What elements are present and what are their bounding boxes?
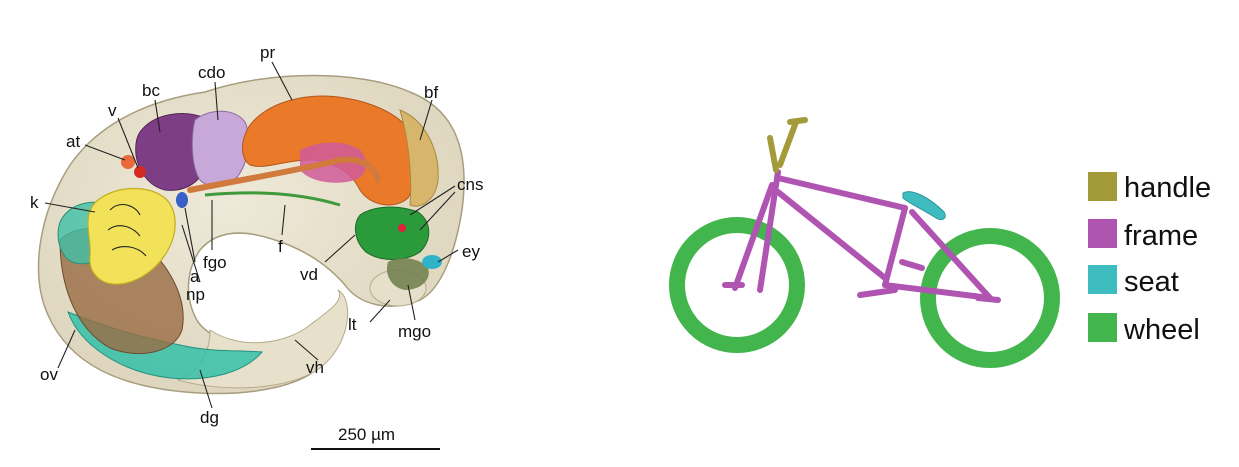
legend: handle frame seat wheel — [1088, 172, 1211, 346]
label-cdo: cdo — [198, 63, 225, 82]
label-vh: vh — [306, 358, 324, 377]
fgo-structure — [204, 191, 341, 207]
label-cns: cns — [457, 175, 483, 194]
legend-swatch-handle — [1088, 172, 1117, 201]
scale-bar-label: 250 µm — [338, 425, 395, 444]
label-bf: bf — [424, 83, 438, 102]
np-coils — [107, 204, 147, 257]
legend-label-frame: frame — [1124, 220, 1198, 252]
bicycle-handle — [767, 117, 808, 173]
label-at: at — [66, 132, 80, 151]
np-structure — [87, 187, 176, 285]
label-bc: bc — [142, 81, 160, 100]
ey-structure — [422, 255, 442, 269]
legend-label-handle: handle — [1124, 172, 1211, 204]
label-f: f — [278, 237, 283, 256]
legend-label-wheel: wheel — [1123, 314, 1200, 346]
legend-label-seat: seat — [1124, 266, 1179, 298]
label-vd: vd — [300, 265, 318, 284]
label-lt: lt — [348, 315, 357, 334]
label-np: np — [186, 285, 205, 304]
bicycle-seat — [902, 191, 946, 221]
cns-red-spot — [398, 224, 406, 232]
mgo-structure — [386, 258, 429, 290]
a-structure — [176, 192, 188, 208]
bf-tissue — [399, 109, 439, 207]
label-dg: dg — [200, 408, 219, 427]
label-a: a — [190, 267, 200, 286]
bc-structure — [135, 113, 210, 191]
embryo-panel: pr cdo bc v at k bf cns ey f vd fgo a np… — [30, 43, 483, 450]
label-fgo: fgo — [203, 253, 227, 272]
front-wheel — [669, 217, 805, 353]
v-structure — [134, 166, 146, 178]
label-ov: ov — [40, 365, 58, 384]
label-mgo: mgo — [398, 322, 431, 341]
label-ey: ey — [462, 242, 480, 261]
leader-lines — [44, 61, 459, 409]
label-v: v — [108, 101, 117, 120]
legend-swatch-seat — [1088, 265, 1117, 294]
cns-structure — [354, 206, 430, 260]
gut-tube — [187, 156, 381, 193]
label-k: k — [30, 193, 39, 212]
bicycle-panel: handle frame seat wheel — [669, 117, 1211, 368]
legend-swatch-wheel — [1088, 313, 1117, 342]
bicycle-frame — [722, 169, 1001, 303]
at-structure — [121, 155, 135, 169]
label-pr: pr — [260, 43, 275, 62]
rear-wheel — [920, 228, 1060, 368]
legend-swatch-frame — [1088, 219, 1117, 248]
cdo-structure — [191, 110, 249, 187]
